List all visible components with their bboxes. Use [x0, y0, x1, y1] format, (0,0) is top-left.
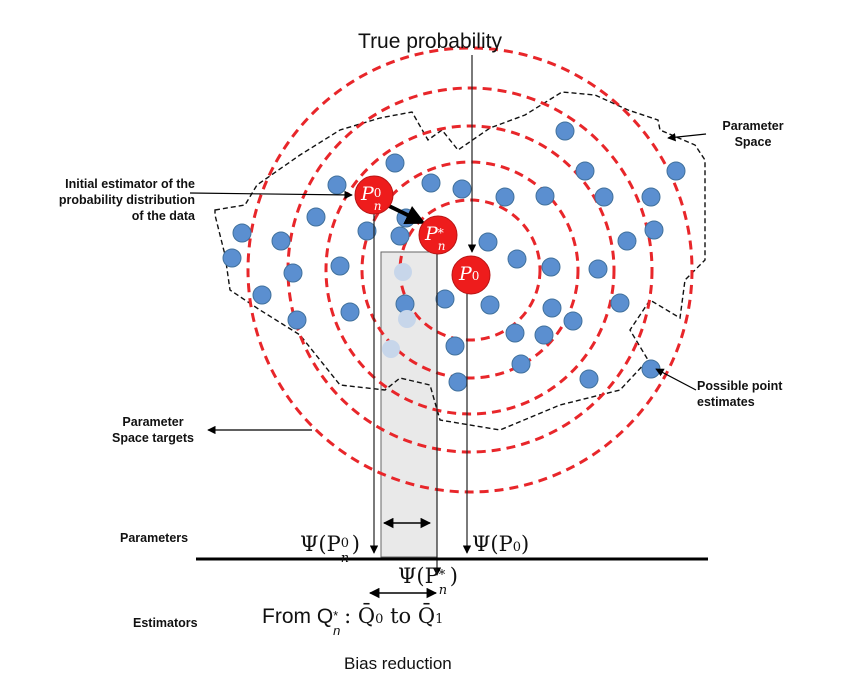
point-estimate-dot — [555, 121, 575, 141]
point-estimate-dot — [478, 232, 498, 252]
node-label-pn0: P 0 n — [361, 183, 382, 213]
point-estimate-dot — [610, 293, 630, 313]
psi-label-pnstar: Ψ(P * n) — [398, 564, 458, 598]
point-estimate-dot — [507, 249, 527, 269]
label-targets-line1: Parameter — [122, 415, 184, 429]
point-estimate-dot — [448, 372, 468, 392]
point-estimate-dot — [252, 285, 272, 305]
point-estimate-dot — [535, 186, 555, 206]
point-estimate-dot — [563, 311, 583, 331]
node-pn0 — [354, 175, 394, 215]
label-initial-estimator: Initial estimator of the probability dis… — [20, 176, 195, 224]
point-estimate-dot — [641, 187, 661, 207]
label-initial-estimator-line1: Initial estimator of the — [65, 177, 195, 191]
target-ring — [360, 160, 580, 380]
initial-estimator-pointer — [189, 190, 353, 200]
point-estimate-dot — [579, 369, 599, 389]
point-estimate-dot — [340, 302, 360, 322]
estimator-transition-text: From Q * n: Q̄0 to Q̄1 — [262, 604, 444, 638]
point-estimate-dot — [357, 221, 377, 241]
point-estimate-dot — [435, 289, 455, 309]
point-estimate-dot — [421, 173, 441, 193]
point-estimate-dot — [390, 226, 410, 246]
point-estimate-dot — [271, 231, 291, 251]
point-estimate-dot — [283, 263, 303, 283]
point-estimate-dot — [594, 187, 614, 207]
label-parameter-space-line2: Space — [734, 135, 772, 149]
point-estimate-dot — [505, 323, 525, 343]
node-p0 — [451, 255, 491, 295]
point-estimate-dot — [445, 336, 465, 356]
faded-estimate — [398, 310, 416, 328]
label-possible-line2: estimates — [697, 395, 755, 409]
label-estimators: Estimators — [133, 616, 198, 630]
parameter-space-pointer — [667, 133, 707, 142]
point-estimate-dot — [666, 161, 686, 181]
point-estimate-dot — [542, 298, 562, 318]
point-estimate-dot — [511, 354, 531, 374]
label-parameter-space-targets: Parameter Space targets — [98, 414, 208, 446]
target-ring — [398, 198, 542, 342]
label-possible-point-estimates: Possible point estimates — [697, 378, 807, 410]
point-estimate-dot — [644, 220, 664, 240]
target-ring — [324, 124, 616, 416]
point-estimate-dot — [452, 179, 472, 199]
point-estimate-dot — [588, 259, 608, 279]
label-initial-estimator-line2: probability distribution — [58, 193, 195, 207]
faded-estimate — [382, 340, 400, 358]
point-estimate-dot — [385, 153, 405, 173]
label-initial-estimator-line3: of the data — [131, 209, 195, 223]
psi-label-pn0: Ψ(P 0 n) — [300, 532, 360, 566]
point-estimate-dot — [495, 187, 515, 207]
node-label-pnstar: P * n — [425, 223, 446, 253]
point-estimate-dot — [306, 207, 326, 227]
point-estimate-dot — [327, 175, 347, 195]
update-arrow — [386, 203, 426, 225]
parameter-space-outline — [214, 91, 706, 431]
point-estimate-dot — [641, 359, 661, 379]
label-parameter-space-line1: Parameter — [722, 119, 784, 133]
label-parameters: Parameters — [120, 531, 189, 545]
label-possible-line1: Possible point — [697, 379, 783, 393]
title-true-probability: True probability — [358, 30, 502, 53]
label-targets-line2: Space targets — [112, 431, 194, 445]
possible-estimates-pointer — [655, 368, 697, 391]
psi-label-p0: Ψ(P0) — [472, 532, 530, 556]
point-estimate-dot — [575, 161, 595, 181]
faded-estimate — [394, 263, 412, 281]
label-bias-reduction: Bias reduction — [344, 654, 452, 673]
point-estimate-dot — [617, 231, 637, 251]
point-estimate-dot — [232, 223, 252, 243]
target-ring — [246, 46, 694, 494]
point-estimate-dot — [330, 256, 350, 276]
target-rings — [246, 46, 694, 494]
node-pnstar — [418, 215, 458, 255]
node-label-p0: P0 — [459, 263, 480, 285]
point-estimate-dot — [541, 257, 561, 277]
point-estimate-dot — [480, 295, 500, 315]
label-parameter-space: Parameter Space — [713, 118, 793, 150]
point-estimate-dot — [287, 310, 307, 330]
point-estimate-dot — [534, 325, 554, 345]
point-estimate-dot — [222, 248, 242, 268]
point-estimates — [222, 121, 686, 392]
